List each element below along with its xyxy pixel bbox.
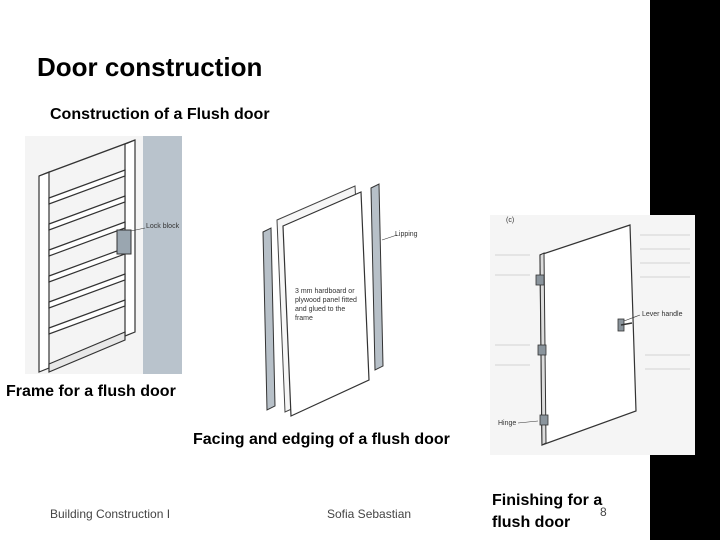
page-number: 8 (600, 505, 607, 519)
figure-c-label: (c) (506, 217, 514, 224)
frame-drawing: Lock block (25, 136, 182, 374)
footer-course: Building Construction I (50, 507, 171, 521)
finishing-caption-line2: flush door (492, 514, 571, 531)
hardboard-label-3: and glued to the (295, 306, 345, 313)
finishing-caption: Finishing for a flush door (492, 490, 632, 534)
slide-subtitle: Construction of a Flush door (50, 106, 270, 123)
footer-author: Sofia Sebastian (327, 507, 412, 521)
hinge-label: Hinge (498, 420, 516, 427)
hardboard-label-2: plywood panel fitted (295, 297, 357, 304)
facing-figure: Lipping 3 mm hardboard or plywood panel … (255, 180, 425, 420)
lever-handle-label: Lever handle (642, 311, 683, 318)
facing-caption: Facing and edging of a flush door (193, 431, 450, 448)
finishing-figure: (c) Lever handle Hinge (490, 215, 695, 455)
lock-block-label: Lock block (146, 223, 180, 230)
facing-drawing: Lipping 3 mm hardboard or plywood panel … (255, 180, 425, 420)
lipping-label: Lipping (395, 231, 418, 238)
slide-title: Door construction (37, 52, 263, 82)
finishing-caption-line1: Finishing for a (492, 492, 603, 509)
frame-figure: Lock block (25, 136, 182, 374)
hardboard-label-1: 3 mm hardboard or (295, 288, 355, 295)
hardboard-label-4: frame (295, 315, 313, 322)
finishing-drawing: (c) Lever handle Hinge (490, 215, 695, 455)
frame-caption: Frame for a flush door (6, 383, 176, 400)
